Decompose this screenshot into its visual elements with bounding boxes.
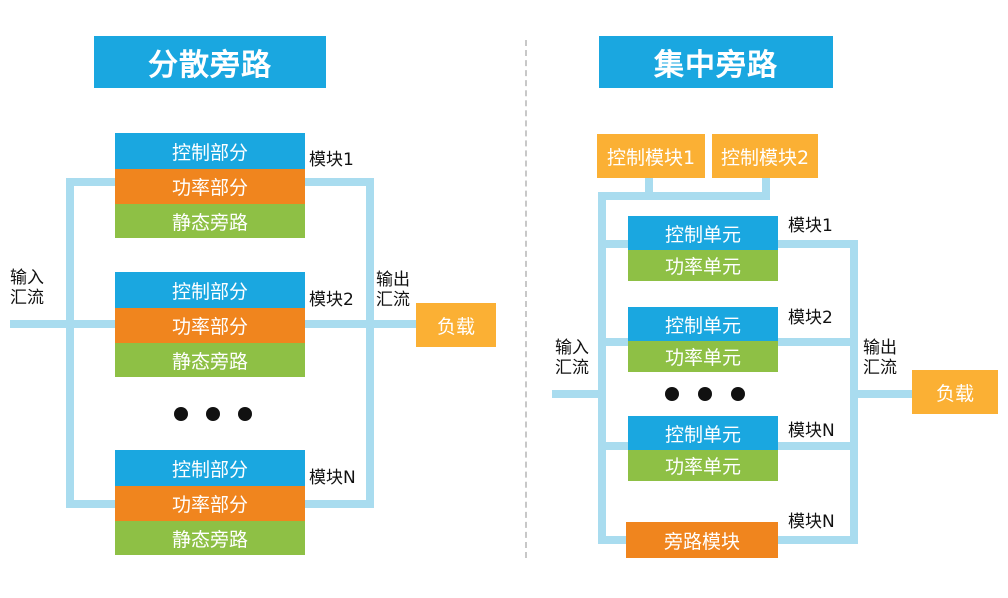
input-bus-label: 输入 汇流 bbox=[10, 268, 44, 308]
power-unit-box: 功率单元 bbox=[628, 341, 778, 372]
ellipsis-dot bbox=[238, 407, 252, 421]
static-bypass-box: 静态旁路 bbox=[115, 204, 305, 238]
bypass-module-box: 旁路模块 bbox=[626, 522, 778, 558]
output-bus-label-line: 输出 bbox=[863, 338, 897, 358]
power-unit-box: 功率单元 bbox=[628, 450, 778, 481]
connector-line bbox=[778, 338, 858, 346]
connector-line bbox=[304, 500, 374, 508]
output-bus-label-line: 输出 bbox=[376, 270, 410, 290]
power-part-box: 功率部分 bbox=[115, 169, 305, 204]
connector-line bbox=[778, 536, 858, 544]
input-bus-label-line: 汇流 bbox=[10, 288, 44, 308]
connector-line bbox=[598, 240, 628, 248]
input-bus-label-line: 汇流 bbox=[555, 358, 589, 378]
connector-line bbox=[66, 178, 118, 186]
module-label: 模块2 bbox=[309, 290, 354, 310]
input-bus-label-line: 输入 bbox=[555, 338, 589, 358]
centralized-bypass-title: 集中旁路 bbox=[599, 36, 833, 88]
connector-line bbox=[10, 320, 118, 328]
connector-line bbox=[552, 390, 602, 398]
ellipsis-dot bbox=[206, 407, 220, 421]
control-part-box: 控制部分 bbox=[115, 133, 305, 169]
distributed-bypass-title: 分散旁路 bbox=[94, 36, 326, 88]
input-bus-label: 输入 汇流 bbox=[555, 338, 589, 378]
connector-line bbox=[778, 442, 858, 450]
connector-line bbox=[645, 178, 653, 198]
ellipsis-dot bbox=[665, 387, 679, 401]
connector-line bbox=[598, 536, 628, 544]
load-box: 负载 bbox=[416, 303, 496, 347]
static-bypass-box: 静态旁路 bbox=[115, 343, 305, 377]
module-label: 模块1 bbox=[309, 150, 354, 170]
ellipsis-dot bbox=[731, 387, 745, 401]
power-part-box: 功率部分 bbox=[115, 486, 305, 521]
control-unit-box: 控制单元 bbox=[628, 216, 778, 250]
control-module-box: 控制模块2 bbox=[712, 134, 818, 178]
power-unit-box: 功率单元 bbox=[628, 250, 778, 281]
section-divider bbox=[525, 40, 527, 558]
connector-line bbox=[778, 240, 858, 248]
module-label: 模块2 bbox=[788, 308, 833, 328]
control-module-box: 控制模块1 bbox=[597, 134, 705, 178]
connector-line bbox=[598, 192, 606, 544]
module-label: 模块N bbox=[309, 468, 356, 488]
load-box: 负载 bbox=[912, 370, 998, 414]
connector-line bbox=[366, 178, 374, 508]
control-unit-box: 控制单元 bbox=[628, 416, 778, 450]
connector-line bbox=[850, 390, 914, 398]
control-unit-box: 控制单元 bbox=[628, 307, 778, 341]
input-bus-label-line: 输入 bbox=[10, 268, 44, 288]
output-bus-label: 输出 汇流 bbox=[863, 338, 897, 378]
connector-line bbox=[304, 178, 374, 186]
control-part-box: 控制部分 bbox=[115, 272, 305, 308]
output-bus-label-line: 汇流 bbox=[376, 290, 410, 310]
power-part-box: 功率部分 bbox=[115, 308, 305, 343]
connector-line bbox=[762, 178, 770, 198]
module-label: 模块N bbox=[788, 421, 835, 441]
connector-line bbox=[66, 500, 118, 508]
connector-line bbox=[598, 442, 628, 450]
output-bus-label-line: 汇流 bbox=[863, 358, 897, 378]
connector-line bbox=[598, 192, 770, 200]
ellipsis-dot bbox=[174, 407, 188, 421]
module-label: 模块1 bbox=[788, 216, 833, 236]
connector-line bbox=[66, 178, 74, 508]
module-label: 模块N bbox=[788, 512, 835, 532]
output-bus-label: 输出 汇流 bbox=[376, 270, 410, 310]
ellipsis-dot bbox=[698, 387, 712, 401]
connector-line bbox=[304, 320, 416, 328]
static-bypass-box: 静态旁路 bbox=[115, 521, 305, 555]
control-part-box: 控制部分 bbox=[115, 450, 305, 486]
connector-line bbox=[598, 338, 628, 346]
